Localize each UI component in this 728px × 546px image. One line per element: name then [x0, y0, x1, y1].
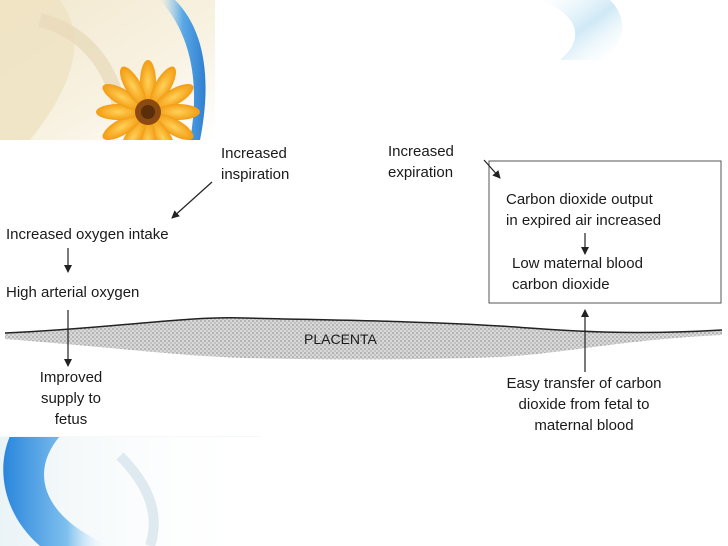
co2-box [488, 160, 722, 304]
label-increased-expiration: Increased expiration [388, 143, 454, 181]
label-improved-supply: Improved supply to fetus [39, 369, 103, 428]
label-low-maternal-co2: Low maternal blood carbon dioxide [512, 255, 643, 293]
arrow-expiration-to-box [483, 159, 501, 179]
label-easy-transfer: Easy transfer of carbon dioxide from fet… [506, 375, 662, 434]
placenta-band [5, 317, 722, 360]
label-placenta: PLACENTA [304, 331, 377, 347]
label-co2-output: Carbon dioxide output in expired air inc… [506, 191, 662, 229]
label-increased-inspiration: Increased inspiration [221, 145, 290, 183]
arrow-inspiration-to-intake [171, 181, 213, 219]
label-increased-oxygen-intake: Increased oxygen intake [6, 226, 169, 243]
blue-swoosh-bottom-left [0, 436, 260, 546]
blue-swoosh-top-right [540, 0, 623, 60]
flower-icon [96, 60, 200, 140]
label-high-arterial-oxygen: High arterial oxygen [6, 284, 140, 301]
placenta-top-edge [4, 317, 723, 334]
flower-photo [0, 0, 215, 140]
